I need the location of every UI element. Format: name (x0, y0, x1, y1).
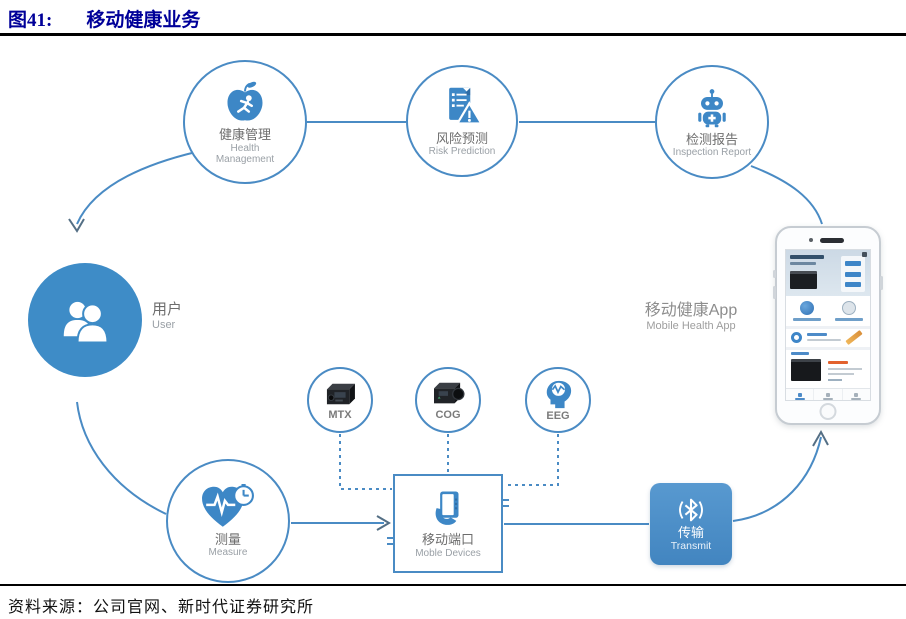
feature-label (835, 318, 863, 321)
banner-card (841, 256, 865, 292)
banner-corner-icon (862, 252, 867, 257)
product-price (828, 361, 848, 364)
node-label-en: User (152, 319, 176, 331)
app-screen (785, 249, 871, 401)
feature-item (828, 296, 870, 326)
globe-icon (800, 301, 814, 315)
app-divider (786, 347, 870, 350)
eeg-head-icon (546, 380, 572, 408)
phone-power-button (880, 276, 883, 290)
node-label-zh: 检测报告 (685, 131, 738, 147)
figure-title: 移动健康业务 (86, 10, 201, 31)
node-label-zh: 用户 (152, 301, 183, 318)
tab-middle (813, 389, 841, 400)
users-icon (63, 301, 109, 344)
apple-runner-icon (227, 81, 263, 121)
tab-home (786, 389, 813, 400)
heart-pulse-icon (202, 483, 254, 527)
source-note: 资料来源：公司官网、新时代证券研究所 (8, 599, 315, 616)
tab-profile (841, 389, 870, 400)
mobile-health-app-label: 移动健康App Mobile Health App (612, 301, 770, 332)
phone-speaker (820, 238, 844, 243)
app-product-section (786, 350, 870, 388)
node-label-en: Risk Prediction (428, 146, 496, 158)
node-label: MTX (328, 408, 352, 421)
node-health-management: 健康管理 Health Management (183, 60, 307, 184)
footer-divider (0, 584, 906, 586)
node-label: EEG (546, 409, 570, 422)
product-link (828, 379, 842, 381)
mtx-device-icon (326, 383, 355, 404)
figure-number: 图41: (8, 10, 53, 31)
node-label-en: Health Management (215, 142, 275, 165)
node-user (28, 263, 142, 377)
node-label-zh: 风险预测 (435, 130, 488, 146)
section-header (791, 352, 809, 355)
list-subtitle (807, 339, 841, 341)
figure-header: 图41: 移动健康业务 (8, 5, 200, 32)
node-mobile-devices: 移动端口 Moble Devices (393, 474, 503, 573)
node-label-zh: 移动健康App (644, 302, 738, 319)
product-image (791, 359, 821, 381)
profile-icon (842, 301, 856, 315)
app-banner (786, 250, 870, 296)
tablet-hand-icon (435, 491, 459, 526)
app-list-row (786, 329, 870, 347)
smartphone-mockup (773, 226, 883, 425)
header-divider (0, 33, 906, 36)
banner-subtext (790, 262, 816, 265)
node-cog: COG (415, 367, 481, 433)
node-label-en: Moble Devices (415, 547, 481, 559)
node-label-zh: 传输 (677, 525, 704, 541)
feature-item (786, 296, 828, 326)
banner-headline (790, 255, 824, 259)
phone-volume-button (773, 286, 776, 299)
app-tab-bar (786, 388, 870, 400)
app-divider (786, 326, 870, 329)
node-mtx: MTX (307, 367, 373, 433)
risk-document-icon (449, 87, 484, 125)
node-label-zh: 健康管理 (218, 127, 271, 143)
robot-icon (698, 88, 726, 127)
node-transmit: 传输 Transmit (650, 483, 732, 565)
node-label-en: Inspection Report (672, 147, 752, 159)
node-inspection-report: 检测报告 Inspection Report (655, 65, 769, 179)
app-feature-row (786, 296, 870, 326)
user-label: 用户 User (152, 301, 182, 331)
node-label: COG (435, 408, 461, 421)
node-label-en: Transmit (670, 540, 712, 553)
node-label-zh: 测量 (214, 531, 241, 547)
node-risk-prediction: 风险预测 Risk Prediction (406, 65, 518, 177)
product-text (828, 368, 862, 370)
pencil-icon (845, 329, 863, 346)
record-icon (791, 332, 802, 343)
cog-device-icon (434, 382, 465, 403)
list-title (807, 333, 827, 336)
node-eeg: EEG (525, 367, 591, 433)
node-label-en: Mobile Health App (646, 320, 736, 333)
product-text (828, 373, 854, 375)
phone-camera (809, 238, 813, 242)
phone-mute-switch (773, 270, 776, 278)
node-label-en: Measure (208, 547, 248, 559)
feature-label (793, 318, 821, 321)
node-measure: 测量 Measure (166, 459, 290, 583)
banner-device-image (790, 271, 817, 289)
phone-home-button (819, 403, 837, 420)
node-label-zh: 移动端口 (421, 532, 474, 548)
bluetooth-icon (679, 499, 703, 522)
